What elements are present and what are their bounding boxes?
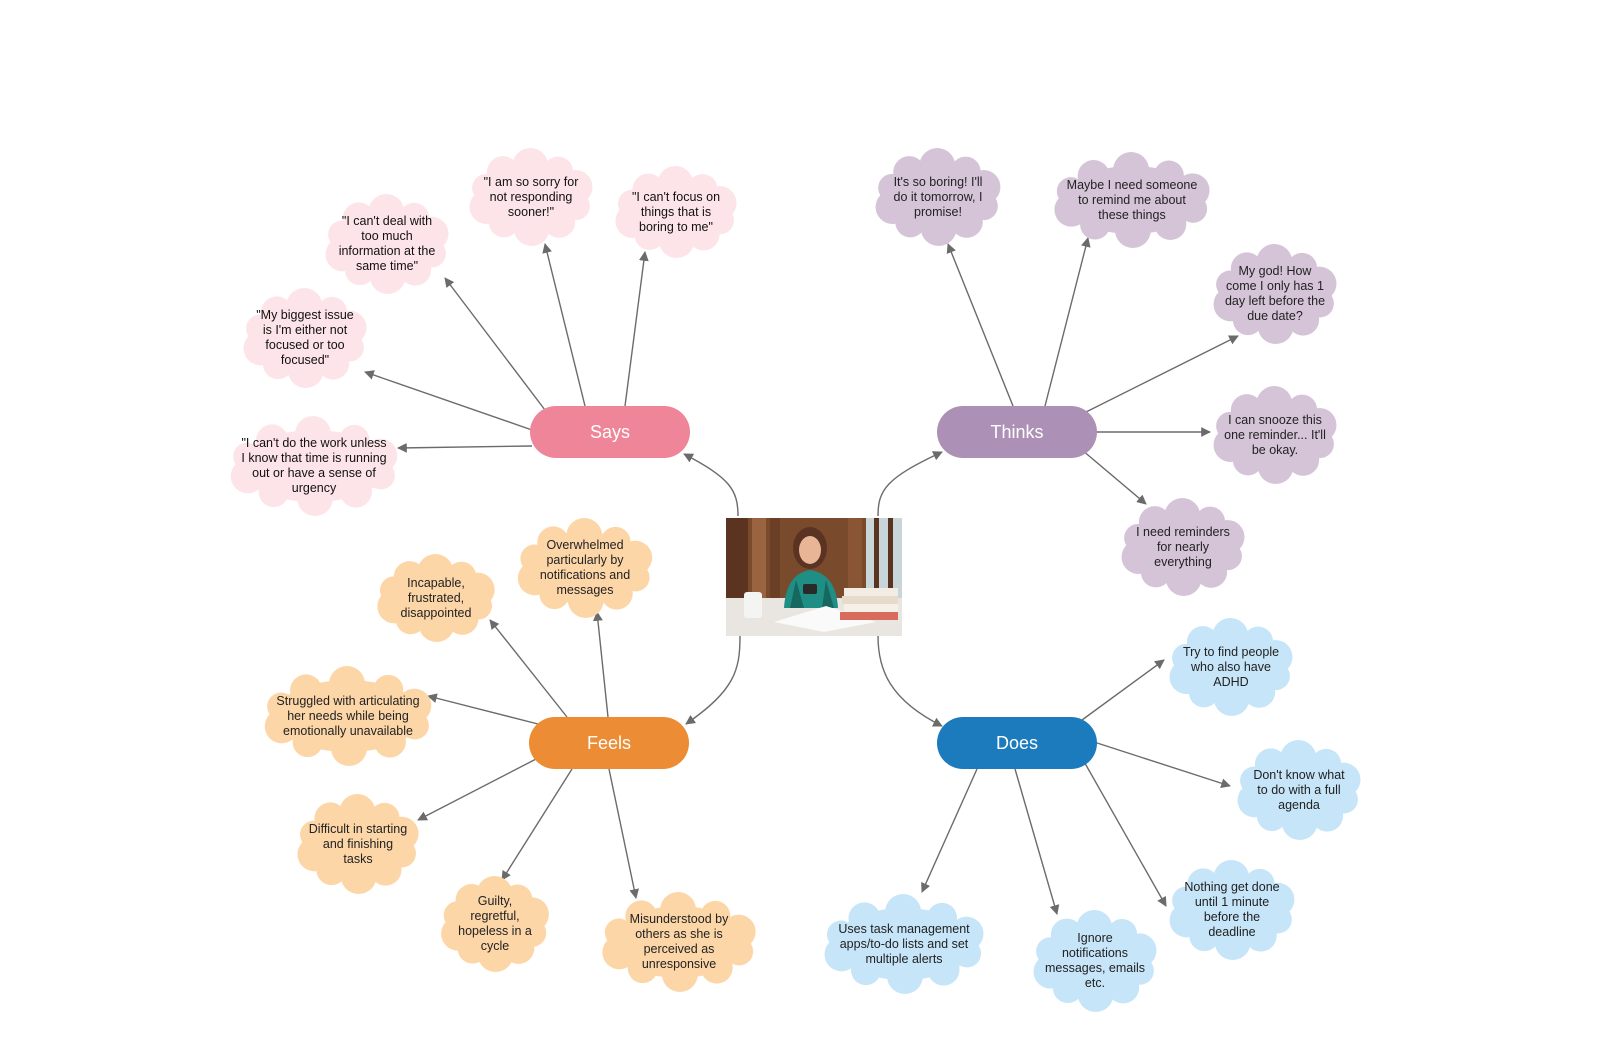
does-cloud[interactable]: Ignore notifications messages, emails et… <box>1030 910 1160 1012</box>
cloud-shape <box>469 148 593 246</box>
cloud-shape <box>1033 910 1157 1012</box>
cloud-shape <box>824 894 984 994</box>
cloud-shape <box>1213 244 1337 344</box>
cloud-shape <box>377 554 495 642</box>
connector-arrow <box>1081 757 1167 907</box>
cloud-text: Ignore notifications messages, emails et… <box>1044 931 1146 990</box>
says-label: Says <box>589 421 631 442</box>
connector-arrow <box>489 619 568 718</box>
connector-arrow <box>364 370 533 431</box>
connector-arrow <box>877 451 943 517</box>
cloud-shape <box>243 288 367 388</box>
cloud-text: Don't know what to do with a full agenda <box>1253 767 1345 812</box>
connector-arrow <box>685 635 741 725</box>
cloud-text: Incapable, frustrated, disappointed <box>400 575 472 620</box>
does-node[interactable]: Does <box>937 717 1097 769</box>
cloud-shape <box>1121 498 1245 596</box>
thinks-cloud[interactable]: My god! How come I only has 1 day left b… <box>1210 244 1340 344</box>
connector-arrow <box>444 277 546 411</box>
does-cloud[interactable]: Uses task management apps/to-do lists an… <box>820 894 988 994</box>
connector-arrow <box>1014 768 1060 915</box>
connector-arrow <box>921 768 978 893</box>
cloud-text: Difficult in starting and finishing task… <box>308 821 408 866</box>
says-cloud[interactable]: "I can't deal with too much information … <box>322 194 452 294</box>
cloud-shape <box>1169 860 1295 960</box>
cloud-shape <box>1054 152 1210 248</box>
connector-arrow <box>608 768 639 899</box>
feels-cloud[interactable]: Difficult in starting and finishing task… <box>294 794 422 894</box>
does-cloud[interactable]: Don't know what to do with a full agenda <box>1234 740 1364 840</box>
feels-node[interactable]: Feels <box>529 717 689 769</box>
cloud-text: Overwhelmed particularly by notification… <box>539 538 631 597</box>
cloud-text: Struggled with articulating her needs wh… <box>276 693 420 738</box>
connector-arrow <box>683 453 739 517</box>
says-cloud[interactable]: "I can't do the work unless I know that … <box>226 416 402 516</box>
cloud-shape <box>264 666 432 766</box>
cloud-shape <box>297 794 419 894</box>
central-persona-photo <box>726 518 902 636</box>
cloud-text: "My biggest issue is I'm either not focu… <box>256 308 354 367</box>
cloud-text: It's so boring! I'll do it tomorrow, I p… <box>893 174 983 219</box>
feels-cloud[interactable]: Misunderstood by others as she is percei… <box>598 892 760 992</box>
feels-cloud[interactable]: Incapable, frustrated, disappointed <box>374 554 498 642</box>
connector-arrow <box>1081 335 1239 415</box>
feels-cloud[interactable]: Overwhelmed particularly by notification… <box>514 518 656 618</box>
cloud-shape <box>517 518 653 618</box>
connector-arrow <box>542 243 586 407</box>
cloud-text: My god! How come I only has 1 day left b… <box>1224 264 1326 323</box>
cloud-text: Nothing get done until 1 minute before t… <box>1184 880 1280 939</box>
thinks-label: Thinks <box>990 421 1044 442</box>
connector-arrow <box>427 693 539 725</box>
does-cloud[interactable]: Try to find people who also have ADHD <box>1166 618 1296 716</box>
cloud-shape <box>230 416 398 516</box>
cloud-shape <box>1213 386 1337 484</box>
cloud-shape <box>615 166 737 258</box>
thinks-cloud[interactable]: Maybe I need someone to remind me about … <box>1050 152 1214 248</box>
feels-cloud[interactable]: Guilty, regretful, hopeless in a cycle <box>438 876 552 972</box>
thinks-cloud[interactable]: I can snooze this one reminder... It'll … <box>1210 386 1340 484</box>
cloud-text: Guilty, regretful, hopeless in a cycle <box>458 894 532 953</box>
connector-arrow <box>397 442 533 453</box>
says-node[interactable]: Says <box>530 406 690 458</box>
cloud-shape <box>1237 740 1361 840</box>
does-label: Does <box>995 732 1039 753</box>
cloud-shape <box>441 876 549 972</box>
connector-arrow <box>946 243 1014 407</box>
connector-arrow <box>417 757 539 821</box>
connector-arrow <box>1044 237 1091 407</box>
does-cloud[interactable]: Nothing get done until 1 minute before t… <box>1166 860 1298 960</box>
connector-arrow <box>501 768 573 881</box>
cloud-text: "I can't focus on things that is boring … <box>631 189 721 234</box>
cloud-shape <box>602 892 756 992</box>
cloud-text: "I can't deal with too much information … <box>338 214 436 273</box>
says-cloud[interactable]: "I can't focus on things that is boring … <box>612 166 740 258</box>
cloud-text: I can snooze this one reminder... It'll … <box>1224 412 1326 457</box>
cloud-text: Try to find people who also have ADHD <box>1182 644 1280 689</box>
feels-label: Feels <box>586 732 631 753</box>
cloud-shape <box>1169 618 1293 716</box>
thinks-cloud[interactable]: It's so boring! I'll do it tomorrow, I p… <box>872 148 1004 246</box>
cloud-shape <box>325 194 449 294</box>
thinks-cloud[interactable]: I need reminders for nearly everything <box>1118 498 1248 596</box>
connector-arrow <box>624 251 649 407</box>
cloud-text: Maybe I need someone to remind me about … <box>1066 177 1198 222</box>
says-cloud[interactable]: "My biggest issue is I'm either not focu… <box>240 288 370 388</box>
cloud-shape <box>875 148 1001 246</box>
thinks-node[interactable]: Thinks <box>937 406 1097 458</box>
connector-arrow <box>593 611 609 718</box>
cloud-text: Misunderstood by others as she is percei… <box>629 912 729 971</box>
says-cloud[interactable]: "I am so sorry for not responding sooner… <box>466 148 596 246</box>
connector-arrow <box>1081 449 1147 505</box>
cloud-text: Uses task management apps/to-do lists an… <box>838 921 970 966</box>
cloud-text: I need reminders for nearly everything <box>1136 524 1230 569</box>
cloud-text: "I am so sorry for not responding sooner… <box>483 174 579 219</box>
feels-cloud[interactable]: Struggled with articulating her needs wh… <box>260 666 436 766</box>
connector-arrow <box>1093 741 1231 788</box>
cloud-text: "I can't do the work unless I know that … <box>241 436 387 495</box>
connector-arrow <box>877 635 943 727</box>
connector-arrow <box>1081 659 1165 721</box>
